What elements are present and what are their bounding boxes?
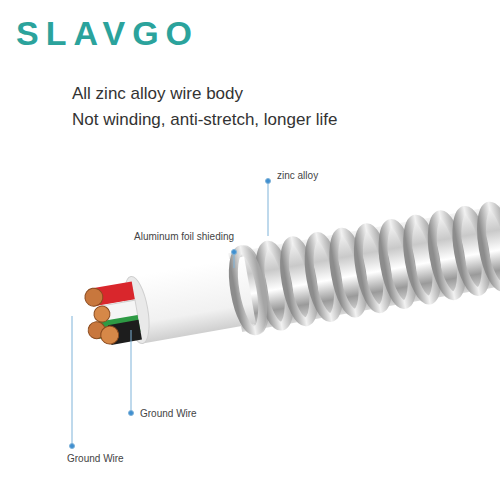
brand-logo: SLAVGO [16, 14, 199, 53]
part-label: Ground Wire [66, 453, 125, 464]
part-label: Aluminum foil shieding [133, 231, 235, 242]
part-label: zinc alloy [276, 170, 319, 181]
part-label: Ground Wire [139, 408, 198, 419]
heading-line: Not winding, anti-stretch, longer life [72, 110, 338, 130]
heading-line: All zinc alloy wire body [72, 84, 243, 104]
